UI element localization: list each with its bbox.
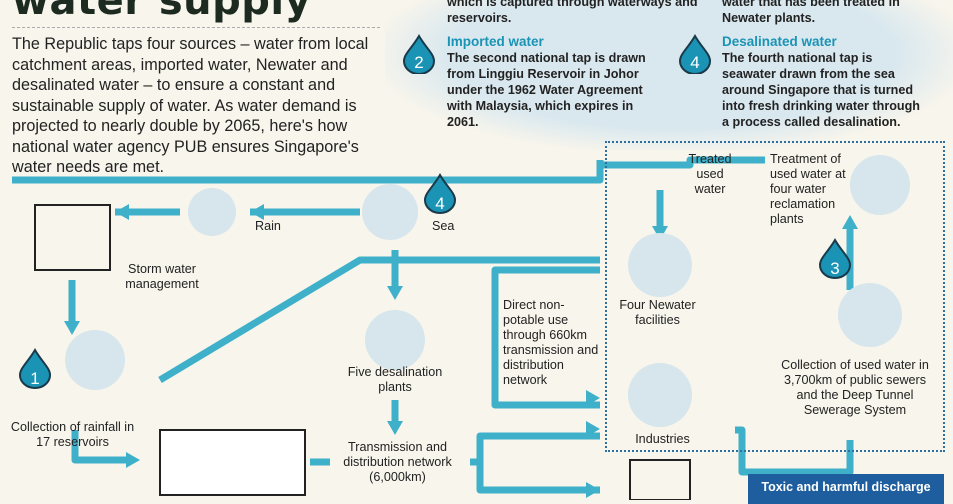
drop-2-icon: 2 — [402, 34, 436, 74]
source-heading: Imported water — [447, 34, 544, 49]
source-text: The fourth national tap is seawater draw… — [722, 51, 921, 129]
factory-icon — [628, 363, 692, 427]
newater-loop-box — [605, 141, 945, 452]
source-1-text: which is captured through waterways and … — [447, 0, 707, 26]
pipe-to-homes — [476, 462, 600, 494]
sewer-pipe-icon — [838, 283, 902, 347]
label-desalination: Five desalination plants — [347, 365, 443, 394]
label-treatment: Treatment of used water at four water re… — [770, 152, 846, 226]
drop-markers — [18, 173, 852, 389]
label-storm-water: Storm water management — [125, 262, 199, 291]
label-rain: Rain — [255, 219, 281, 233]
source-heading: Desalinated water — [722, 34, 837, 49]
pipe-to-sewers — [735, 426, 854, 476]
pipe-nonpotable — [491, 266, 600, 409]
label-sewers: Collection of used water in 3,700km of p… — [781, 358, 929, 417]
filter-icon — [159, 429, 306, 496]
pipe-to-industries — [470, 432, 600, 466]
source-3-text: water that has been treated in Newater p… — [722, 0, 952, 26]
pipe-reservoir-newater — [158, 256, 600, 384]
drop-4-icon: 4 — [678, 34, 712, 74]
sea-wave-icon — [362, 184, 418, 240]
label-direct-use: Direct non-potable use through 660km tra… — [503, 298, 599, 387]
source-3-tail: water that has been treated in Newater p… — [722, 0, 900, 25]
intro-text: The Republic taps four sources – water f… — [12, 35, 369, 176]
label-sea: Sea — [432, 219, 455, 233]
toxic-discharge-banner: Toxic and harmful discharge — [748, 474, 944, 504]
newater-tank-icon — [628, 233, 692, 297]
desalination-plant-icon — [365, 310, 425, 370]
pipe-top — [12, 160, 604, 184]
rain-cloud-icon — [188, 188, 236, 236]
treatment-drop-icon — [850, 155, 910, 215]
sources-background — [385, 0, 953, 150]
house-icon — [629, 459, 691, 500]
svg-text:2: 2 — [414, 53, 423, 72]
label-reservoirs: Collection of rainfall in 17 reservoirs — [10, 420, 135, 449]
drop-3-number: 3 — [830, 259, 839, 278]
label-newater: Four Newater facilities — [619, 298, 696, 327]
drop-4-number: 4 — [435, 194, 444, 213]
source-1-tail: which is captured through waterways and … — [447, 0, 698, 25]
label-treated: Treated used water — [688, 152, 732, 196]
svg-text:4: 4 — [690, 53, 699, 72]
label-industries: Industries — [635, 432, 690, 446]
drop-1-number: 1 — [30, 369, 39, 388]
divider — [12, 27, 380, 28]
pipe-reservoir-treat — [71, 430, 130, 464]
source-text: The second national tap is drawn from Li… — [447, 51, 646, 129]
page-title: water supply — [12, 0, 312, 24]
reservoir-trees-icon — [65, 330, 125, 390]
label-transmission: Transmission and distribution network (6… — [343, 440, 452, 484]
buildings-icon — [34, 204, 111, 271]
